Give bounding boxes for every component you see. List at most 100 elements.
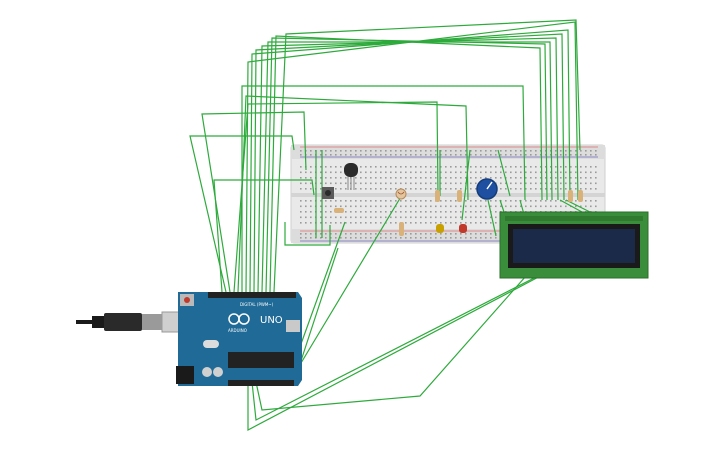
breadboard-hole — [565, 177, 567, 179]
breadboard-hole — [345, 150, 347, 152]
breadboard-hole — [360, 171, 362, 174]
breadboard-hole — [580, 177, 582, 179]
breadboard-hole — [400, 166, 402, 168]
breadboard-hole — [310, 237, 312, 239]
breadboard-hole — [495, 200, 497, 202]
breadboard-hole — [430, 200, 432, 202]
breadboard-hole — [460, 171, 462, 174]
breadboard-hole — [440, 171, 442, 174]
breadboard-hole — [330, 150, 332, 152]
yellow-led[interactable] — [436, 224, 444, 233]
breadboard-hole — [470, 200, 472, 202]
breadboard-hole — [410, 154, 412, 156]
digital-header — [208, 292, 296, 298]
breadboard-hole — [390, 154, 392, 156]
breadboard-hole — [335, 154, 337, 156]
breadboard-hole — [490, 154, 492, 156]
breadboard-hole — [435, 150, 437, 152]
breadboard-hole — [455, 154, 457, 156]
breadboard-hole — [535, 182, 537, 185]
photoresistor[interactable] — [395, 188, 407, 200]
breadboard-hole — [505, 200, 507, 202]
breadboard-hole — [330, 216, 332, 219]
breadboard-hole — [400, 154, 402, 156]
breadboard-hole — [390, 216, 392, 219]
breadboard-hole — [545, 182, 547, 185]
breadboard-hole — [400, 237, 402, 239]
breadboard-hole — [575, 182, 577, 185]
breadboard-hole — [430, 171, 432, 174]
wire-26 — [487, 199, 497, 237]
breadboard-hole — [405, 237, 407, 239]
breadboard-hole — [370, 200, 372, 202]
breadboard-hole — [365, 233, 367, 235]
breadboard-hole — [440, 216, 442, 219]
breadboard-hole — [480, 216, 482, 219]
breadboard-hole — [490, 200, 492, 202]
breadboard-hole — [590, 177, 592, 179]
breadboard-hole — [480, 200, 482, 202]
breadboard-hole — [365, 171, 367, 174]
breadboard-hole — [560, 177, 562, 179]
breadboard-hole — [350, 233, 352, 235]
lcd-display[interactable] — [499, 211, 649, 279]
breadboard-hole — [500, 166, 502, 168]
breadboard-hole — [310, 222, 312, 224]
breadboard-hole — [445, 150, 447, 152]
breadboard-hole — [440, 205, 442, 208]
red-led[interactable] — [459, 224, 467, 233]
breadboard-hole — [300, 237, 302, 239]
breadboard-hole — [335, 171, 337, 174]
breadboard-hole — [585, 154, 587, 156]
breadboard-hole — [465, 154, 467, 156]
breadboard-hole — [535, 171, 537, 174]
breadboard-hole — [340, 200, 342, 202]
breadboard-hole — [570, 171, 572, 174]
digital-label: DIGITAL (PWM~) — [240, 302, 274, 307]
breadboard-hole — [450, 171, 452, 174]
breadboard-hole — [375, 154, 377, 156]
breadboard-hole — [370, 233, 372, 235]
breadboard-hole — [355, 188, 357, 190]
breadboard-hole — [350, 205, 352, 208]
breadboard-hole — [330, 237, 332, 239]
push-button[interactable] — [322, 187, 334, 199]
breadboard-hole — [510, 166, 512, 168]
breadboard-hole — [460, 166, 462, 168]
breadboard-hole — [405, 154, 407, 156]
temperature-sensor[interactable] — [344, 163, 358, 190]
breadboard-hole — [475, 154, 477, 156]
breadboard-hole — [415, 188, 417, 190]
breadboard-hole — [390, 182, 392, 185]
breadboard-hole — [445, 222, 447, 224]
potentiometer[interactable] — [476, 178, 498, 200]
breadboard-hole — [300, 166, 302, 168]
breadboard-hole — [375, 177, 377, 179]
breadboard-hole — [595, 154, 597, 156]
breadboard-hole — [490, 166, 492, 168]
breadboard-hole — [340, 188, 342, 190]
arduino-uno-board[interactable]: UNO ARDUINO DIGITAL (PWM~) — [176, 292, 302, 386]
breadboard-hole — [530, 177, 532, 179]
breadboard-hole — [465, 222, 467, 224]
breadboard-hole — [475, 177, 477, 179]
breadboard-hole — [395, 150, 397, 152]
breadboard-hole — [405, 150, 407, 152]
breadboard-hole — [320, 222, 322, 224]
breadboard-hole — [505, 150, 507, 152]
breadboard-hole — [410, 205, 412, 208]
breadboard-hole — [300, 205, 302, 208]
breadboard-hole — [370, 150, 372, 152]
breadboard-hole — [365, 182, 367, 185]
breadboard-hole — [410, 237, 412, 239]
breadboard-hole — [550, 171, 552, 174]
breadboard-hole — [310, 154, 312, 156]
breadboard-hole — [525, 154, 527, 156]
breadboard-hole — [520, 150, 522, 152]
breadboard-hole — [475, 216, 477, 219]
breadboard-hole — [465, 205, 467, 208]
breadboard-hole — [430, 211, 432, 213]
wires[interactable] — [189, 19, 591, 431]
breadboard-hole — [445, 188, 447, 190]
breadboard-hole — [400, 200, 402, 202]
